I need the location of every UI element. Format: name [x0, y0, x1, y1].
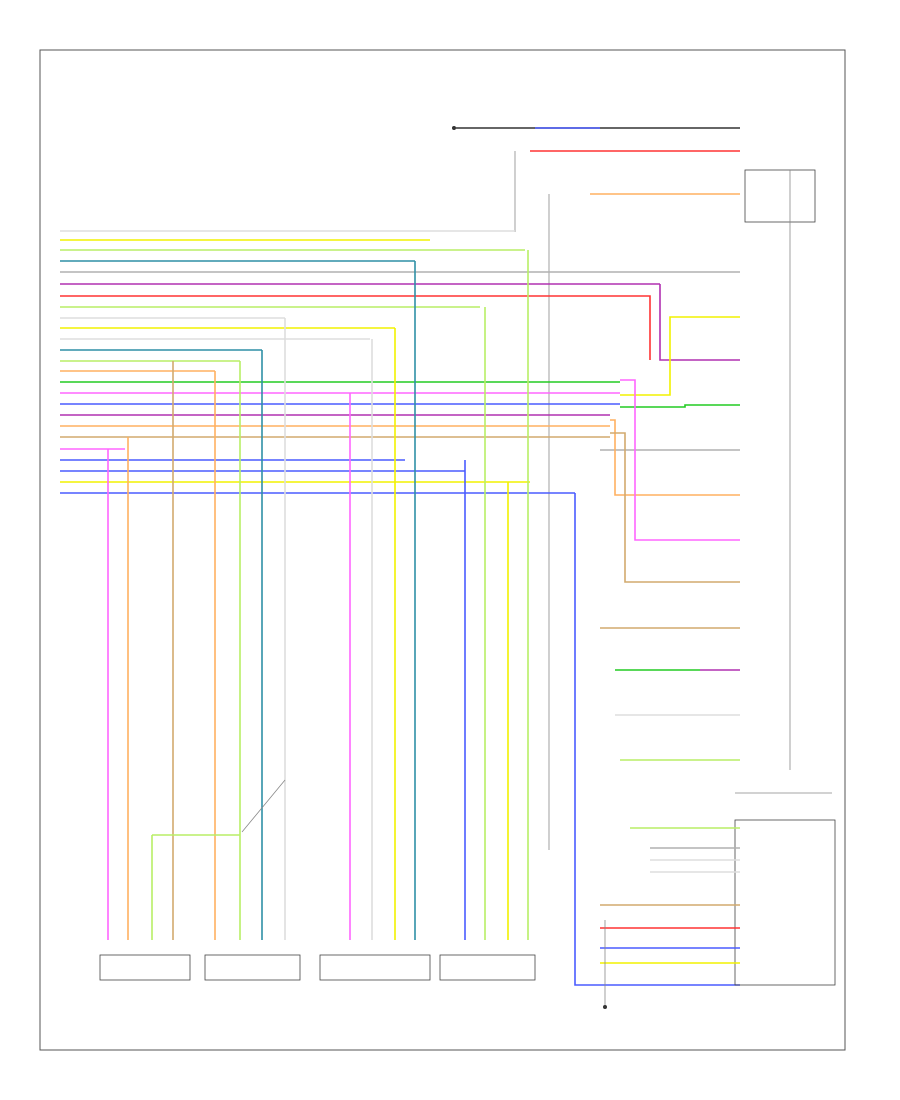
connector-2: [204, 954, 301, 981]
right-components: [548, 169, 832, 850]
vertical-drops: [107, 250, 740, 986]
drop-17: [574, 493, 740, 986]
connector-4: [439, 954, 536, 981]
wire-right-yellow: [620, 316, 740, 396]
wire-right-red: [560, 295, 651, 360]
wire-right-tan: [610, 432, 740, 583]
wire-right-pink: [620, 379, 740, 541]
wire-right-green: [620, 404, 740, 408]
diagram-frame: [39, 49, 846, 1051]
ground-point: [452, 126, 456, 130]
left-harness: [60, 230, 620, 494]
bottom-connectors: [99, 954, 536, 981]
wire-right-purple-bend: [659, 284, 740, 361]
top-connector-group: [452, 126, 740, 232]
component-block-1: [744, 169, 816, 223]
connector-3: [319, 954, 431, 981]
bottom-right-module: [600, 819, 836, 1009]
callout-leader: [241, 779, 286, 833]
module-box: [734, 819, 836, 986]
wire-right-orange-2: [610, 419, 740, 496]
connector-1: [99, 954, 191, 981]
ground-point-bottom: [603, 1005, 607, 1009]
